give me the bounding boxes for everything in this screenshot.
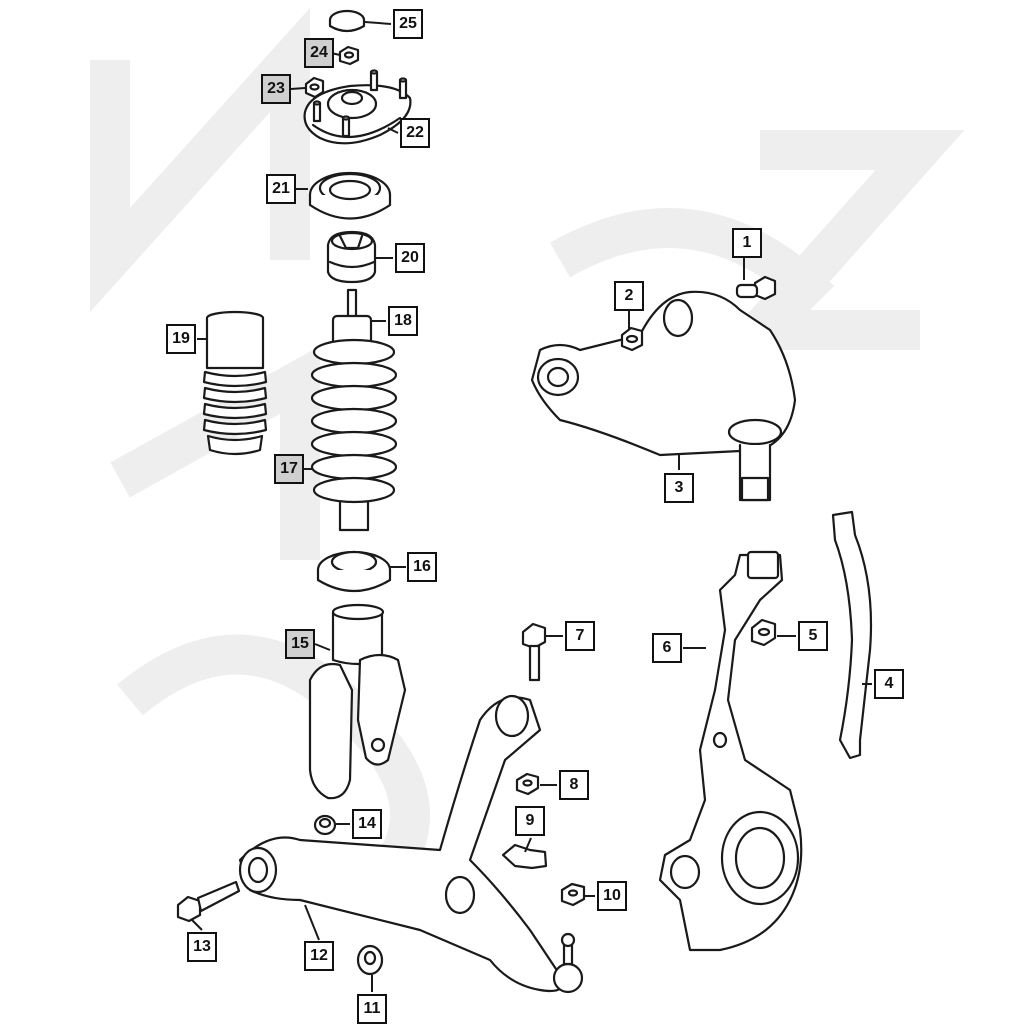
nut-11-part: [356, 944, 384, 976]
callout-13: 13: [187, 932, 217, 962]
dust-boot-part: [202, 310, 268, 456]
bolt-1-part: [735, 275, 777, 301]
watermark: [90, 7, 965, 916]
callout-12: 12: [304, 941, 334, 971]
callout-5: 5: [798, 621, 828, 651]
callout-11: 11: [357, 994, 387, 1024]
mount-nut-part: [304, 76, 325, 99]
callout-4: 4: [874, 669, 904, 699]
callout-9: 9: [515, 806, 545, 836]
bolt-13-part: [176, 880, 241, 923]
leader-lines: [191, 21, 872, 992]
spring-seat-bearing-part: [308, 171, 392, 220]
upper-control-arm-part: [530, 290, 797, 502]
coil-spring-part: [310, 338, 398, 504]
nut-14-part: [313, 814, 337, 836]
sensor-9-part: [501, 843, 548, 870]
top-nut-part: [338, 45, 360, 66]
callout-17: 17: [274, 454, 304, 484]
callout-19: 19: [166, 324, 196, 354]
callout-7: 7: [565, 621, 595, 651]
callout-16: 16: [407, 552, 437, 582]
bolt-7-part: [521, 622, 547, 682]
callout-10: 10: [597, 881, 627, 911]
upper-strut-mount-part: [303, 69, 412, 145]
callout-21: 21: [266, 174, 296, 204]
callout-6: 6: [652, 633, 682, 663]
jounce-bumper-part: [326, 230, 377, 284]
callout-25: 25: [393, 9, 423, 39]
callout-18: 18: [388, 306, 418, 336]
callout-2: 2: [614, 281, 644, 311]
nut-5-part: [750, 618, 777, 647]
nut-8-part: [515, 772, 540, 796]
shield-bracket-part: [831, 510, 873, 760]
strut-clevis-part: [308, 603, 407, 800]
steering-knuckle-part: [658, 550, 803, 952]
callout-23: 23: [261, 74, 291, 104]
callout-24: 24: [304, 38, 334, 68]
nut-10-part: [560, 882, 586, 907]
callout-15: 15: [285, 629, 315, 659]
lower-spring-seat-part: [316, 550, 392, 592]
callout-8: 8: [559, 770, 589, 800]
callout-22: 22: [400, 118, 430, 148]
callout-3: 3: [664, 473, 694, 503]
callout-20: 20: [395, 243, 425, 273]
callout-1: 1: [732, 228, 762, 258]
nut-2-part: [620, 326, 644, 352]
lower-control-arm-part: [238, 694, 584, 994]
shock-absorber-part: [331, 288, 373, 532]
callout-14: 14: [352, 809, 382, 839]
dust-cap-part: [328, 9, 366, 33]
